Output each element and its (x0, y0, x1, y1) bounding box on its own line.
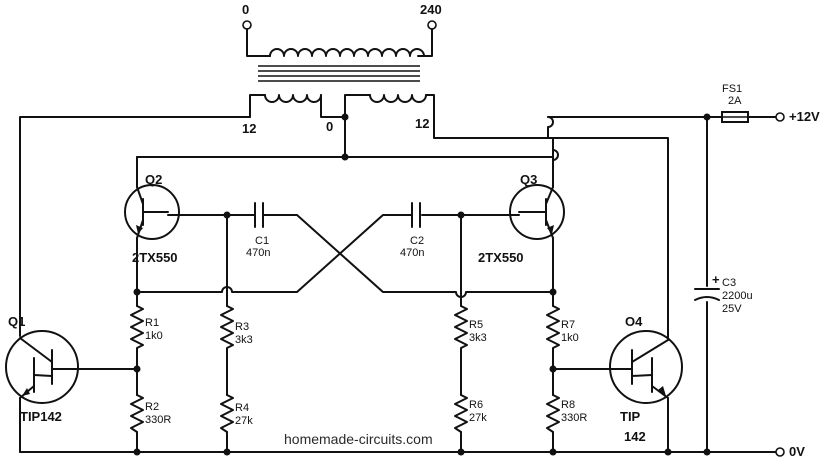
transformer: 0 240 12 0 12 (242, 2, 442, 136)
ground-terminal (775, 447, 785, 457)
q4-part-line1: TIP (620, 409, 641, 424)
fuse-value: 2A (728, 95, 742, 107)
capacitor-c3: + C3 2200u 25V (694, 272, 753, 315)
resistor-r8: R8 330R (546, 394, 587, 433)
r5-ref: R5 (469, 319, 483, 331)
c3-voltage: 25V (722, 303, 742, 315)
secondary-label-right: 12 (415, 116, 429, 131)
r7-ref: R7 (561, 319, 575, 331)
primary-winding (269, 48, 425, 57)
r3-ref: R3 (235, 321, 249, 333)
q1-ref: Q1 (8, 314, 25, 329)
r4-value: 27k (235, 415, 253, 427)
c3-ref: C3 (722, 277, 736, 289)
positive-terminal (775, 112, 785, 122)
c1-ref: C1 (255, 235, 269, 247)
resistor-r5: R5 3k3 (454, 305, 487, 357)
primary-label-left: 0 (242, 2, 249, 17)
r6-ref: R6 (469, 399, 483, 411)
secondary-winding-left (264, 94, 322, 103)
c1-value: 470n (246, 247, 270, 259)
r8-ref: R8 (561, 399, 575, 411)
q4-ref: O4 (625, 314, 643, 329)
capacitor-c1: C1 470n (246, 202, 271, 259)
resistor-r2: R2 330R (130, 394, 171, 433)
q4-part-line2: 142 (624, 429, 646, 444)
transistor-q1: Q1 TIP142 (5, 314, 81, 424)
r7-value: 1k0 (561, 332, 579, 344)
q3-ref: Q3 (520, 172, 537, 187)
r2-ref: R2 (145, 401, 159, 413)
c2-ref: C2 (410, 235, 424, 247)
r1-ref: R1 (145, 317, 159, 329)
primary-terminal-right (427, 20, 437, 30)
resistor-r7: R7 1k0 (546, 305, 579, 357)
c3-value: 2200u (722, 290, 753, 302)
transformer-core (258, 65, 420, 82)
resistor-r6: R6 27k (454, 394, 487, 433)
junction-dots (133, 113, 711, 456)
fuse-fs1: FS1 2A (721, 83, 749, 123)
transistor-q3: Q3 2TX550 (478, 172, 565, 265)
capacitor-c2: C2 470n (400, 202, 424, 259)
resistor-r1: R1 1k0 (130, 305, 163, 357)
transistor-q2: Q2 2TX550 (124, 172, 180, 265)
supply-terminals: +12V 0V (775, 109, 820, 459)
watermark: homemade-circuits.com (284, 431, 433, 447)
secondary-winding-right (369, 94, 427, 103)
resistor-r4: R4 27k (220, 394, 253, 433)
resistor-r3: R3 3k3 (220, 305, 253, 357)
secondary-label-center: 0 (326, 119, 333, 134)
r8-value: 330R (561, 412, 587, 424)
r4-ref: R4 (235, 402, 249, 414)
q2-part: 2TX550 (132, 250, 178, 265)
r6-value: 27k (469, 412, 487, 424)
positive-supply-label: +12V (789, 109, 820, 124)
r3-value: 3k3 (235, 334, 253, 346)
transistor-q4: O4 TIP 142 (609, 314, 683, 444)
q1-part: TIP142 (20, 409, 62, 424)
q3-part: 2TX550 (478, 250, 524, 265)
c3-polarity: + (712, 272, 720, 287)
primary-label-right: 240 (420, 2, 442, 17)
c2-value: 470n (400, 247, 424, 259)
primary-terminal-left (242, 20, 252, 30)
r5-value: 3k3 (469, 332, 487, 344)
r1-value: 1k0 (145, 330, 163, 342)
q2-ref: Q2 (145, 172, 162, 187)
ground-supply-label: 0V (789, 444, 805, 459)
r2-value: 330R (145, 414, 171, 426)
secondary-label-left: 12 (242, 121, 256, 136)
fuse-ref: FS1 (722, 83, 742, 95)
